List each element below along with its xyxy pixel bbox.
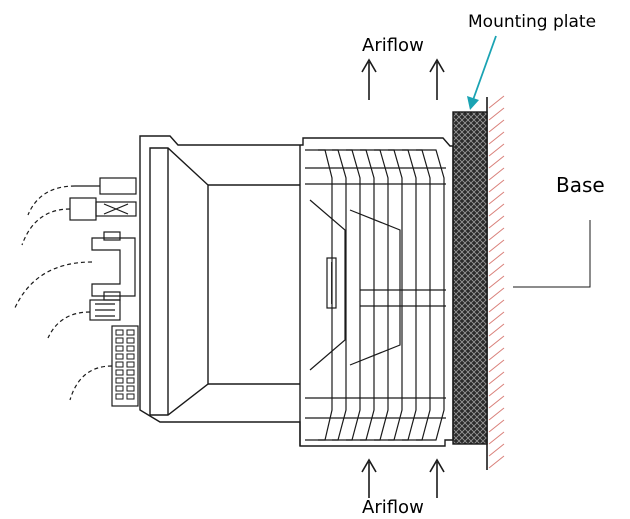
airflow-bottom-label: Ariflow <box>362 497 424 518</box>
connector-encoder <box>27 177 137 216</box>
up-arrow-icon <box>361 458 377 498</box>
mounting-plate-leader-arrow <box>467 35 497 110</box>
mounting-plate <box>452 111 488 445</box>
front-bezel <box>149 147 209 416</box>
connector-round <box>21 197 137 246</box>
servo-drive <box>13 135 454 447</box>
airflow-top-label: Ariflow <box>362 35 424 56</box>
status-slot <box>326 257 337 309</box>
base-label: Base <box>556 173 605 197</box>
cooling-fins <box>305 149 446 441</box>
airflow-arrows-bottom <box>361 458 445 498</box>
airflow-arrows-top <box>361 58 445 100</box>
up-arrow-icon <box>429 58 445 100</box>
base-hatching <box>488 95 505 469</box>
drive-housing-outline <box>139 135 454 447</box>
base-leader-line <box>513 220 591 288</box>
up-arrow-icon <box>429 458 445 498</box>
connector-small <box>47 299 121 339</box>
connector-terminal-block <box>69 325 139 407</box>
up-arrow-icon <box>361 58 377 100</box>
connector-dsub <box>13 231 136 311</box>
base-wall <box>486 95 591 470</box>
mounting-plate-label: Mounting plate <box>468 12 596 32</box>
